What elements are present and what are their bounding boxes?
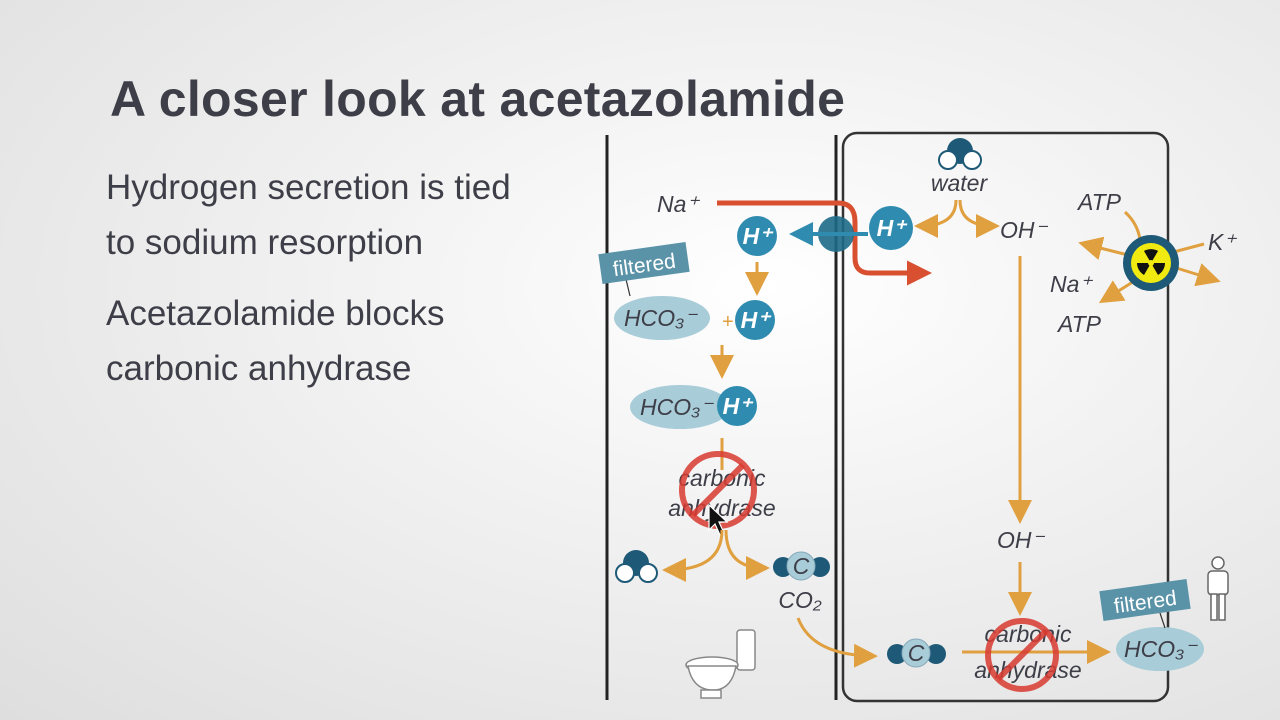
svg-text:H⁺: H⁺	[723, 393, 755, 419]
oh-label-top: OH⁻	[1000, 217, 1049, 243]
svg-text:H⁺: H⁺	[877, 215, 909, 241]
co2-molecule-cell: C	[887, 638, 946, 668]
blocked-icon	[985, 618, 1059, 692]
atp-label-top: ATP	[1076, 189, 1122, 215]
svg-text:H⁺: H⁺	[741, 307, 773, 333]
bullet-line: Hydrogen secretion is tied	[106, 168, 511, 207]
co2-molecule-lumen: C	[773, 551, 830, 581]
svg-text:C: C	[793, 553, 810, 579]
atp-label-bottom: ATP	[1056, 311, 1102, 337]
water-molecule-cell	[938, 138, 982, 170]
h-ion-combine: H⁺	[735, 300, 775, 340]
na-label-lumen: Na⁺	[657, 191, 700, 217]
bullet-line: to sodium resorption	[106, 223, 424, 262]
sodium-resorption-arrow	[717, 200, 932, 286]
bullet-hydrogen-secretion: Hydrogen secretion is tied to sodium res…	[106, 160, 511, 270]
svg-text:H⁺: H⁺	[743, 223, 775, 249]
toilet-icon	[685, 629, 756, 699]
h-ion-cell: H⁺	[869, 206, 913, 250]
co2-label: CO₂	[778, 587, 822, 613]
bullet-acetazolamide-blocks: Acetazolamide blocks carbonic anhydrase	[106, 286, 445, 396]
h-ion-lumen: H⁺	[737, 216, 777, 256]
co2-diffusion-arrow	[796, 617, 878, 668]
arrow-to-co2	[724, 529, 770, 580]
na-label-cell: Na⁺	[1050, 271, 1093, 297]
bullet-line: Acetazolamide blocks	[106, 294, 445, 333]
water-molecule-lumen	[615, 550, 658, 583]
tubule-cell	[841, 131, 1170, 703]
pump-na-out-arrow	[1078, 236, 1133, 261]
water-label: water	[931, 170, 989, 196]
bullet-line: carbonic anhydrase	[106, 349, 412, 388]
bicarbonate-lumen: HCO₃⁻	[614, 296, 710, 340]
slide-title: A closer look at acetazolamide	[110, 71, 846, 127]
pump-atp-arrow	[1123, 210, 1142, 241]
pump-icon	[1123, 235, 1179, 291]
filtered-tag-cell: filtered	[1099, 579, 1191, 629]
person-icon	[1207, 556, 1229, 621]
filtered-tag-lumen: filtered	[598, 242, 690, 297]
oh-label-bottom: OH⁻	[997, 527, 1046, 553]
pump-atp-out-arrow	[1098, 278, 1137, 304]
k-label: K⁺	[1208, 229, 1237, 255]
svg-text:HCO₃⁻: HCO₃⁻	[640, 394, 714, 420]
svg-text:HCO₃⁻: HCO₃⁻	[1124, 636, 1198, 662]
svg-text:HCO₃⁻: HCO₃⁻	[624, 305, 698, 331]
svg-text:C: C	[908, 640, 925, 666]
plus-sign: +	[722, 311, 734, 333]
bicarbonate-cell: HCO₃⁻	[1116, 627, 1204, 671]
water-split-right	[958, 199, 1000, 238]
carbonic-acid: HCO₃⁻ H⁺	[630, 385, 757, 429]
water-split-left	[914, 199, 958, 238]
arrow-to-water	[662, 529, 724, 582]
